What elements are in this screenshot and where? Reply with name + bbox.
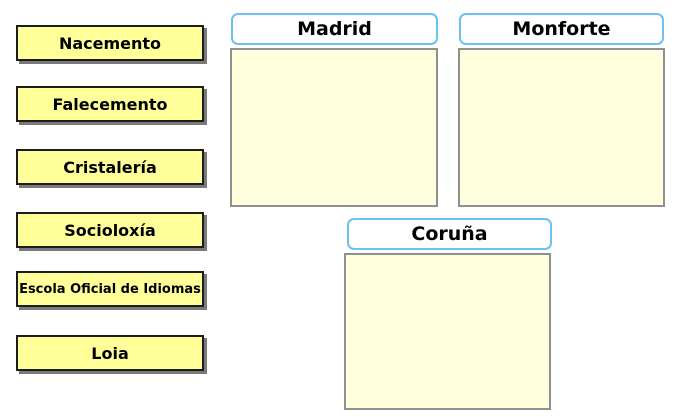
drag-tile-nacemento[interactable]: Nacemento: [16, 25, 204, 61]
drag-tile-loia[interactable]: Loia: [16, 335, 204, 371]
dropzone-madrid-title: Madrid: [231, 13, 438, 45]
drag-tile-cristaleria[interactable]: Cristalería: [16, 149, 204, 185]
drag-tile-socioloxia[interactable]: Socioloxía: [16, 212, 204, 248]
dropzone-monforte[interactable]: [458, 48, 665, 207]
dropzone-madrid[interactable]: [230, 48, 438, 207]
dropzone-coruna-title: Coruña: [347, 218, 552, 250]
drag-tile-escola-oficial-de-idiomas[interactable]: Escola Oficial de Idiomas: [16, 271, 204, 307]
dropzone-monforte-title: Monforte: [459, 13, 664, 45]
drag-tile-falecemento[interactable]: Falecemento: [16, 86, 204, 122]
dropzone-coruna[interactable]: [344, 253, 551, 410]
